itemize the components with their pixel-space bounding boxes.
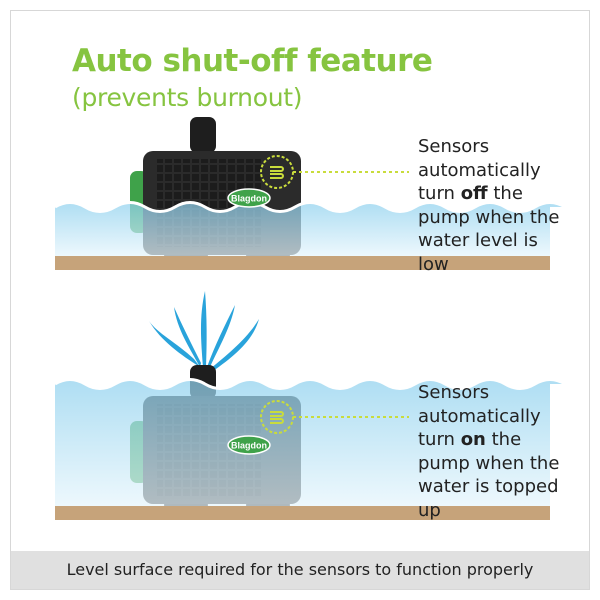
caption-top-key: off xyxy=(460,183,488,204)
caption-bottom-key: on xyxy=(460,429,486,450)
infographic-frame: Blagdon xyxy=(10,10,590,590)
caption-bottom-post: the pump when the water is topped up xyxy=(418,429,560,521)
fountain-icon xyxy=(149,291,259,371)
footer-text: Level surface required for the sensors t… xyxy=(66,560,534,579)
water-top xyxy=(55,202,565,256)
caption-bottom-pre: Sensors automatically turn xyxy=(418,382,541,450)
caption-top-pre: Sensors automatically turn xyxy=(418,136,541,204)
sensor-icon-top xyxy=(270,166,284,179)
caption-top-post: the pump when the water level is low xyxy=(418,183,560,275)
brand-badge-bottom xyxy=(227,435,271,455)
caption-top: Sensors automatically turn off the pump … xyxy=(418,135,568,276)
ground-top xyxy=(55,256,550,270)
page-title: Auto shut-off feature xyxy=(72,43,433,79)
footer-bar: Level surface required for the sensors t… xyxy=(11,551,589,589)
page-subtitle: (prevents burnout) xyxy=(72,83,303,112)
sensor-icon-bottom xyxy=(270,411,284,424)
caption-bottom: Sensors automatically turn on the pump w… xyxy=(418,381,568,522)
water-surface-bottom xyxy=(54,378,566,390)
illustration: Blagdon xyxy=(54,117,566,520)
water-surface-top xyxy=(54,201,566,213)
water-bottom xyxy=(55,379,565,506)
pump-outlet-top xyxy=(190,117,216,153)
panel-bottom-water-full: Blagdon xyxy=(54,291,566,520)
brand-badge-top xyxy=(227,188,271,208)
brand-text-top: Blagdon xyxy=(231,194,267,204)
ground-bottom xyxy=(55,506,550,520)
brand-text-bottom: Blagdon xyxy=(231,441,267,451)
panel-top-water-low: Blagdon xyxy=(54,117,566,270)
